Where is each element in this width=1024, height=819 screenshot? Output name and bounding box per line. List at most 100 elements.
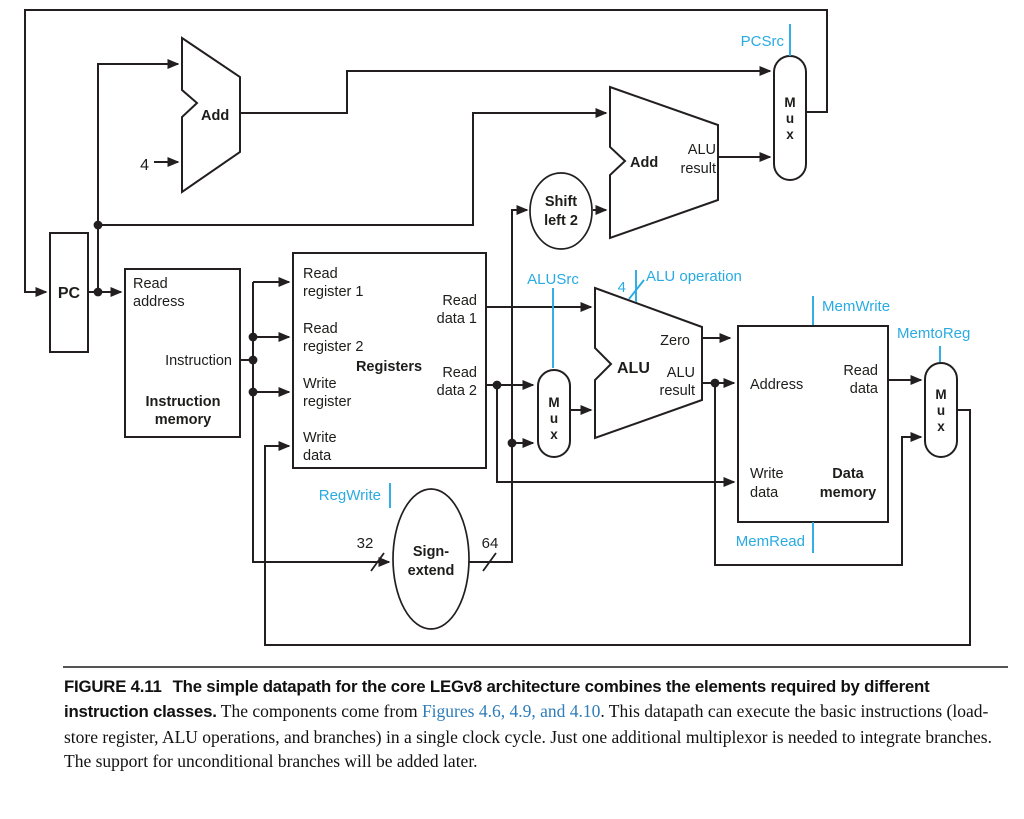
- junction-dot: [248, 387, 258, 397]
- shift-left-2-line2: left 2: [544, 213, 578, 229]
- reg-read-register-1-line2: register 1: [303, 284, 363, 300]
- mux-letter-x: x: [786, 127, 794, 142]
- dm-write-data-line2: data: [750, 485, 779, 501]
- caption-bold-title: The simple datapath for the core LEGv8 a…: [64, 677, 930, 722]
- alu-operation-width-slash: [628, 279, 645, 300]
- memtoreg-mux-label: M u x: [935, 387, 946, 434]
- bus-width-slashes: [370, 552, 497, 572]
- reg-read-register-2-line2: register 2: [303, 339, 363, 355]
- reg-write-register-line1: Write: [303, 376, 337, 392]
- regwrite-control-label: RegWrite: [319, 487, 381, 504]
- alu-result-line2: result: [660, 383, 695, 399]
- reg-write-register-line2: register: [303, 394, 352, 410]
- mux-letter-m: M: [548, 395, 559, 410]
- wire-pc-to-branch-adder: [98, 108, 608, 226]
- mux-letter-u: u: [937, 403, 945, 418]
- im-title-line2: memory: [155, 412, 211, 428]
- wires: [24, 9, 971, 646]
- dm-read-data-line1: Read: [843, 363, 878, 379]
- pc-label: PC: [58, 285, 81, 302]
- shift-left-2-line1: Shift: [545, 194, 577, 210]
- reg-read-data-1-line1: Read: [442, 293, 477, 309]
- alusrc-mux-shape: [537, 369, 571, 458]
- sign-extend-line1: Sign-: [413, 544, 449, 560]
- mux-letter-m: M: [935, 387, 946, 402]
- registers-box: [292, 252, 487, 469]
- junction-dots: [93, 220, 720, 448]
- junction-dot: [507, 438, 517, 448]
- alusrc-mux-label: M u x: [548, 395, 559, 442]
- reg-read-data-2-line2: data 2: [437, 383, 477, 399]
- alu-zero-label: Zero: [660, 333, 690, 349]
- im-instruction-port: Instruction: [165, 353, 232, 369]
- mux-letter-x: x: [550, 427, 558, 442]
- mux-letter-x: x: [937, 419, 945, 434]
- sign-extend-oval: [392, 488, 470, 630]
- wire-pc-adder-to-pcsrc-mux: [240, 66, 772, 114]
- pc-adder-label: Add: [201, 108, 229, 124]
- junction-dot: [248, 332, 258, 342]
- alu-label: ALU: [617, 360, 650, 377]
- im-read-address-line1: Read: [133, 276, 168, 292]
- sign-extend-out-width: 64: [482, 535, 499, 552]
- wire-pcsrc-mux-to-pc: [24, 9, 828, 297]
- caption-figure-links[interactable]: Figures 4.6, 4.9, and 4.10: [421, 701, 601, 722]
- alu-result-line1: ALU: [667, 365, 695, 381]
- dm-title-line2: memory: [820, 485, 876, 501]
- pc-increment-constant: 4: [140, 157, 149, 174]
- figure-number: FIGURE 4.11: [64, 677, 162, 696]
- alu-shape: [594, 286, 703, 440]
- wire-memtoreg-mux-to-write-data: [264, 409, 971, 646]
- im-read-address-line2: address: [133, 294, 185, 310]
- junction-dot: [248, 355, 258, 365]
- junction-dot: [93, 287, 103, 297]
- reg-read-data-1-line2: data 1: [437, 311, 477, 327]
- shift-left-2-oval: [529, 172, 593, 250]
- pcsrc-control-label: PCSrc: [741, 33, 785, 50]
- control-lines: [389, 24, 941, 553]
- sign-extend-in-width: 32: [357, 535, 374, 552]
- registers-title: Registers: [356, 359, 422, 375]
- memtoreg-mux-shape: [924, 362, 958, 458]
- data-memory-box: [737, 325, 889, 523]
- dm-address-port: Address: [750, 377, 803, 393]
- branch-adder-result-line1: ALU: [688, 142, 716, 158]
- wire-instruction-bus: [252, 282, 391, 567]
- caption-text-before-link: The components come from: [220, 701, 418, 722]
- pc-box: [49, 232, 89, 353]
- mux-letter-m: M: [784, 95, 795, 110]
- branch-adder-result-line2: result: [681, 161, 716, 177]
- dm-read-data-line2: data: [850, 381, 879, 397]
- memwrite-control-label: MemWrite: [822, 298, 890, 315]
- dm-write-data-line1: Write: [750, 466, 784, 482]
- sign-extend-line2: extend: [408, 563, 455, 579]
- reg-write-data-line1: Write: [303, 430, 337, 446]
- instruction-memory-box: [124, 268, 241, 438]
- caption-text-after-link: . This datapath can execute the basic in…: [64, 701, 992, 771]
- pc-adder-shape: [181, 36, 241, 194]
- wire-alu-result-to-memtoreg-mux: [714, 383, 923, 566]
- pcsrc-mux-label: M u x: [784, 95, 795, 142]
- mux-letter-u: u: [786, 111, 794, 126]
- alu-operation-width-label: 4: [618, 279, 626, 296]
- dm-title-line1: Data: [832, 466, 864, 482]
- reg-read-register-2-line1: Read: [303, 321, 338, 337]
- junction-dot: [93, 220, 103, 230]
- component-shapes: [49, 36, 958, 630]
- reg-write-data-line2: data: [303, 448, 332, 464]
- alu-operation-control-label: ALU operation: [646, 268, 742, 285]
- branch-adder-shape: [609, 85, 719, 240]
- junction-dot: [710, 378, 720, 388]
- memtoreg-control-label: MemtoReg: [897, 325, 970, 342]
- wire-pc-to-pc-adder: [97, 59, 180, 292]
- reg-read-register-1-line1: Read: [303, 266, 338, 282]
- branch-adder-label: Add: [630, 155, 658, 171]
- datapath-diagram: PC Read address Instruction Instruction …: [24, 9, 1008, 668]
- wire-read-data-2-to-data-memory: [496, 385, 736, 487]
- junction-dot: [492, 380, 502, 390]
- alusrc-control-label: ALUSrc: [527, 271, 579, 288]
- im-title-line1: Instruction: [146, 394, 221, 410]
- mux-letter-u: u: [550, 411, 558, 426]
